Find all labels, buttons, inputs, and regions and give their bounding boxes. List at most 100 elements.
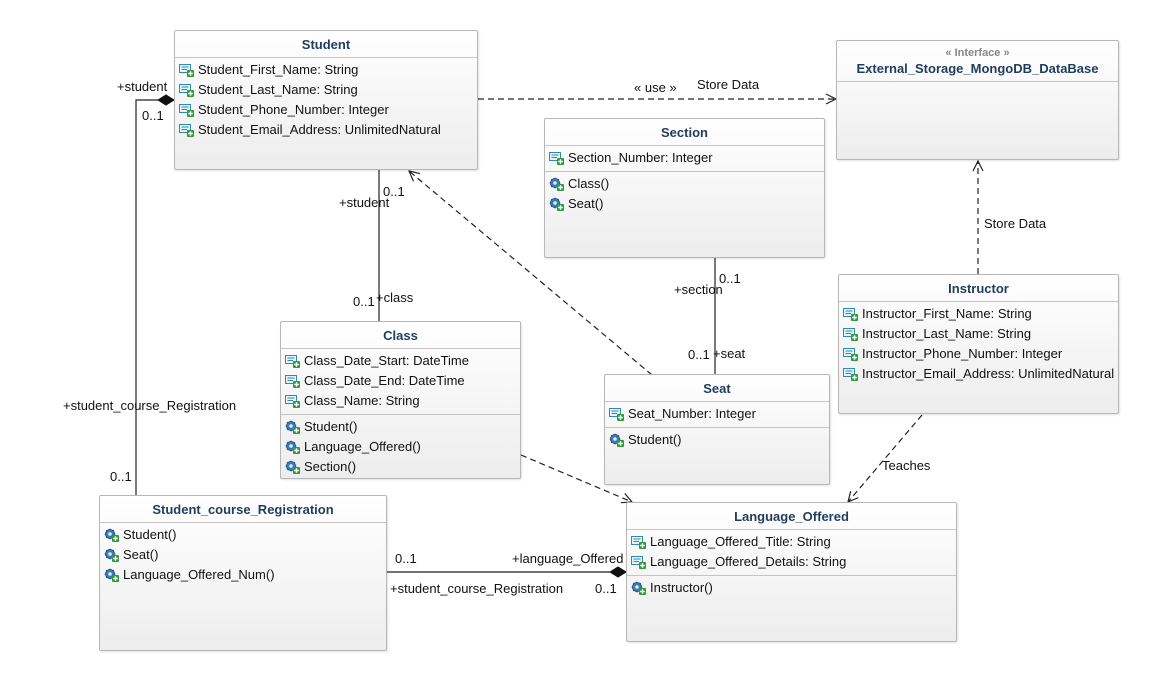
attribute-text: Seat_Number: Integer	[628, 406, 756, 421]
operation-icon	[609, 433, 625, 447]
operation-row[interactable]: Seat()	[545, 194, 824, 214]
attribute-text: Class_Name: String	[304, 393, 420, 408]
attribute-row[interactable]: Class_Date_Start: DateTime	[281, 351, 520, 371]
class-title: Seat	[605, 375, 829, 402]
operation-row[interactable]: Language_Offered()	[281, 437, 520, 457]
role-seat: +seat	[713, 346, 746, 361]
operation-icon	[104, 528, 120, 542]
operation-row[interactable]: Instructor()	[627, 578, 956, 598]
role-registration-bottom: +student_course_Registration	[390, 581, 564, 596]
composition-registration-student[interactable]	[135, 99, 158, 495]
multiplicity-student-class-bottom: 0..1	[353, 294, 375, 309]
operation-row[interactable]: Student()	[100, 525, 386, 545]
class-title: Student_course_Registration	[100, 496, 386, 523]
class-title: Class	[281, 322, 520, 349]
multiplicity-left-top: 0..1	[142, 108, 164, 123]
attribute-row[interactable]: Section_Number: Integer	[545, 148, 824, 168]
composition-diamond-student	[157, 94, 175, 106]
attribute-text: Language_Offered_Details: String	[650, 554, 847, 569]
operation-row[interactable]: Student()	[605, 430, 829, 450]
attribute-row[interactable]: Student_First_Name: String	[175, 60, 477, 80]
class-student-course-registration[interactable]: Student_course_Registration Student() Se…	[99, 495, 387, 651]
multiplicity-reg-lang-left: 0..1	[395, 551, 417, 566]
dependency-seat-student[interactable]	[409, 171, 653, 376]
class-class[interactable]: Class Class_Date_Start: DateTime Class_D…	[280, 321, 521, 479]
dependency-instructor-language[interactable]	[848, 414, 923, 502]
class-seat[interactable]: Seat Seat_Number: Integer Student()	[604, 374, 830, 485]
attributes-compartment: Language_Offered_Title: String Language_…	[627, 530, 956, 576]
class-instructor[interactable]: Instructor Instructor_First_Name: String…	[838, 274, 1119, 414]
multiplicity-section-seat-top: 0..1	[719, 271, 741, 286]
role-student-class: +student	[339, 195, 390, 210]
operation-row[interactable]: Section()	[281, 457, 520, 477]
operation-row[interactable]: Seat()	[100, 545, 386, 565]
class-section[interactable]: Section Section_Number: Integer Class() …	[544, 118, 825, 258]
attribute-icon	[179, 63, 195, 77]
class-title: Section	[545, 119, 824, 146]
attribute-text: Language_Offered_Title: String	[650, 534, 831, 549]
attribute-row[interactable]: Class_Name: String	[281, 391, 520, 411]
dependency-class-language[interactable]	[520, 454, 632, 502]
role-language-offered: +language_Offered	[512, 551, 624, 566]
operation-icon	[631, 581, 647, 595]
attribute-row[interactable]: Class_Date_End: DateTime	[281, 371, 520, 391]
attribute-text: Instructor_Email_Address: UnlimitedNatur…	[862, 366, 1115, 381]
attribute-icon	[285, 354, 301, 368]
operation-row[interactable]: Student()	[281, 417, 520, 437]
role-registration-left: +student_course_Registration	[63, 398, 237, 413]
operation-text: Seat()	[568, 196, 604, 211]
attributes-compartment: Section_Number: Integer	[545, 146, 824, 172]
operations-compartment: Student() Seat() Language_Offered_Num()	[100, 523, 386, 588]
operation-row[interactable]: Class()	[545, 174, 824, 194]
multiplicity-student-class-top: 0..1	[383, 184, 405, 199]
operation-text: Language_Offered()	[304, 439, 421, 454]
attribute-row[interactable]: Instructor_Phone_Number: Integer	[839, 344, 1118, 364]
attribute-text: Section_Number: Integer	[568, 150, 713, 165]
attribute-text: Instructor_Last_Name: String	[862, 326, 1032, 341]
operations-compartment: Student()	[605, 428, 829, 453]
stereotype-label: « Interface »	[945, 47, 1010, 59]
attribute-icon	[549, 151, 565, 165]
attribute-row[interactable]: Student_Last_Name: String	[175, 80, 477, 100]
operation-text: Class()	[568, 176, 610, 191]
operation-text: Student()	[628, 432, 682, 447]
attributes-compartment: Class_Date_Start: DateTime Class_Date_En…	[281, 349, 520, 415]
attribute-row[interactable]: Instructor_Last_Name: String	[839, 324, 1118, 344]
operation-text: Student()	[304, 419, 358, 434]
attribute-row[interactable]: Language_Offered_Title: String	[627, 532, 956, 552]
class-language-offered[interactable]: Language_Offered Language_Offered_Title:…	[626, 502, 957, 642]
attribute-text: Instructor_First_Name: String	[862, 306, 1032, 321]
attribute-icon	[179, 103, 195, 117]
attribute-row[interactable]: Instructor_First_Name: String	[839, 304, 1118, 324]
attribute-icon	[843, 347, 859, 361]
attribute-icon	[179, 123, 195, 137]
operations-compartment: Instructor()	[627, 576, 956, 601]
class-student[interactable]: Student Student_First_Name: String Stude…	[174, 30, 478, 170]
attribute-text: Instructor_Phone_Number: Integer	[862, 346, 1063, 361]
operation-icon	[549, 197, 565, 211]
role-student-left: +student	[117, 79, 168, 94]
role-class: +class	[376, 290, 414, 305]
attribute-row[interactable]: Instructor_Email_Address: UnlimitedNatur…	[839, 364, 1118, 384]
operation-icon	[285, 420, 301, 434]
operation-icon	[285, 440, 301, 454]
operation-text: Student()	[123, 527, 177, 542]
attribute-row[interactable]: Seat_Number: Integer	[605, 404, 829, 424]
operations-compartment: Student() Language_Offered() Section()	[281, 415, 520, 480]
operation-icon	[104, 548, 120, 562]
operation-row[interactable]: Language_Offered_Num()	[100, 565, 386, 585]
attribute-row[interactable]: Language_Offered_Details: String	[627, 552, 956, 572]
attribute-text: Class_Date_Start: DateTime	[304, 353, 469, 368]
use-stereotype-label: « use »	[634, 80, 677, 95]
operation-text: Language_Offered_Num()	[123, 567, 275, 582]
operation-icon	[104, 568, 120, 582]
attribute-row[interactable]: Student_Phone_Number: Integer	[175, 100, 477, 120]
store-data-label-side: Store Data	[984, 216, 1047, 231]
class-title: « Interface » External_Storage_MongoDB_D…	[837, 41, 1118, 82]
attribute-icon	[179, 83, 195, 97]
store-data-label-top: Store Data	[697, 77, 760, 92]
attribute-row[interactable]: Student_Email_Address: UnlimitedNatural	[175, 120, 477, 140]
interface-external-storage[interactable]: « Interface » External_Storage_MongoDB_D…	[836, 40, 1119, 160]
interface-name: External_Storage_MongoDB_DataBase	[856, 61, 1099, 76]
attributes-compartment: Seat_Number: Integer	[605, 402, 829, 428]
